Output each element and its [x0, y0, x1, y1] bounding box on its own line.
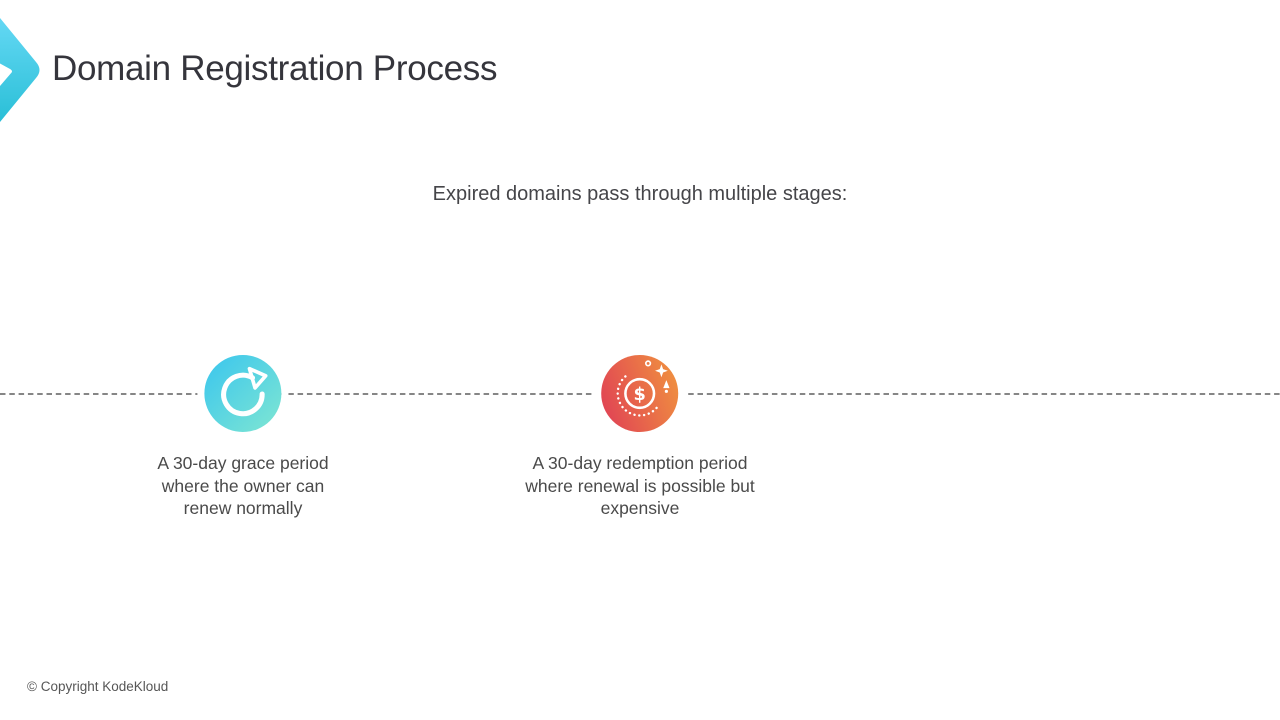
renew-arrow-icon: [204, 355, 282, 432]
timeline-stage-grace-period: A 30-day grace period where the owner ca…: [157, 355, 329, 520]
subtitle-text: Expired domains pass through multiple st…: [432, 183, 848, 205]
page-title: Domain Registration Process: [52, 49, 498, 88]
copyright-text: © Copyright KodeKloud: [27, 679, 169, 694]
dollar-coin-icon: $: [601, 355, 679, 432]
timeline-stage-redemption-period: $ A 30-day redemption period where renew…: [525, 355, 755, 520]
stage-caption: A 30-day grace period where the owner ca…: [157, 453, 329, 518]
kodekloud-chevron-icon: [0, 18, 40, 122]
stage-caption: A 30-day redemption period where renewal…: [525, 453, 755, 518]
svg-text:$: $: [634, 385, 646, 405]
